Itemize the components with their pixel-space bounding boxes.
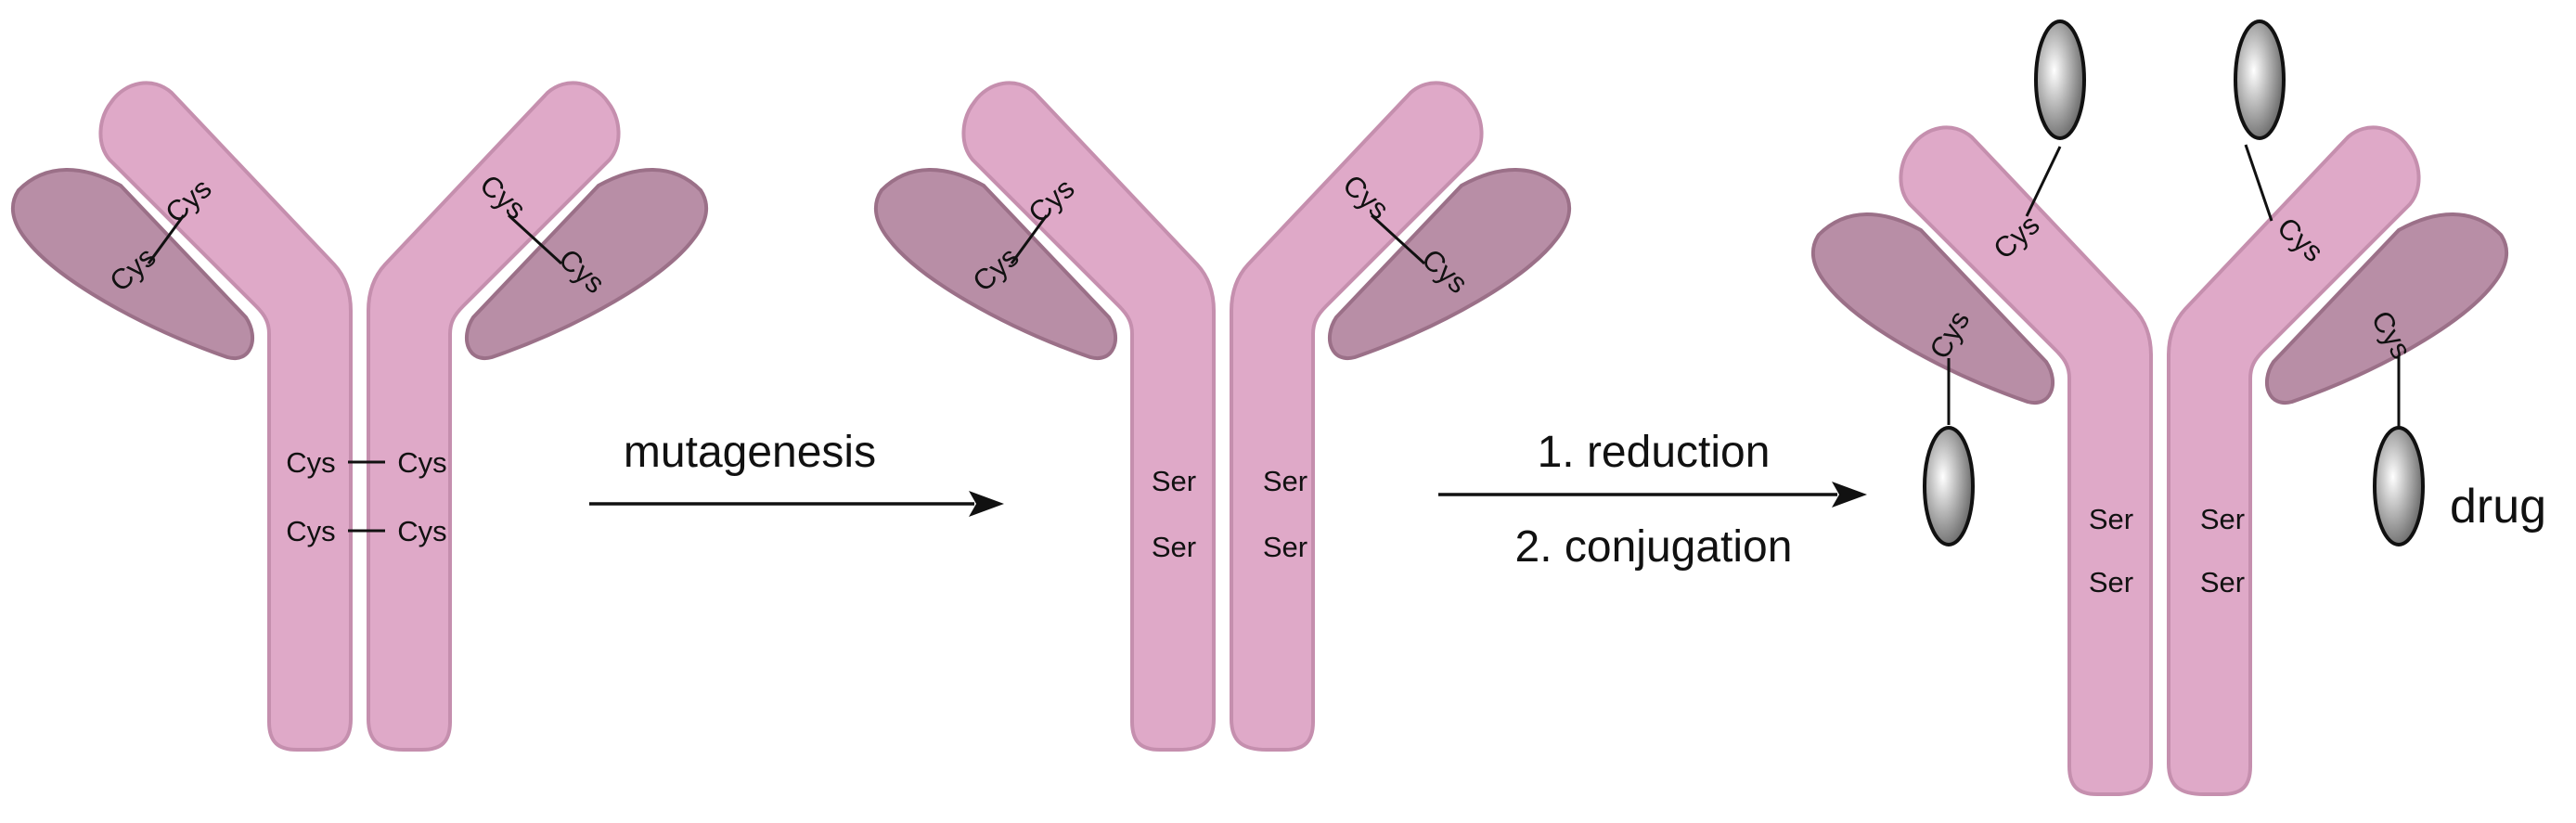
heavy-chain-left <box>961 81 1216 752</box>
ser-label: Ser <box>2089 503 2133 535</box>
light-chain-left <box>873 168 1118 361</box>
drug-icon <box>2034 19 2086 140</box>
drug-label: drug <box>2450 480 2546 534</box>
drug-icon <box>1923 426 1975 547</box>
cys-label: Cys <box>397 515 446 547</box>
drug-icon <box>2373 426 2425 547</box>
ser-label: Ser <box>2200 503 2245 535</box>
light-chain-right <box>464 168 709 361</box>
drug-icon <box>2234 19 2286 140</box>
antibody-mutant: Cys Cys Cys Cys Ser Ser Ser Ser <box>873 81 1572 752</box>
heavy-chain-right <box>367 81 621 752</box>
ser-label: Ser <box>1152 465 1196 497</box>
cys-label: Cys <box>286 446 335 479</box>
heavy-chain-left <box>98 81 353 752</box>
cys-label: Cys <box>397 446 446 479</box>
ser-label: Ser <box>1263 531 1307 563</box>
heavy-chain-left <box>1899 125 2153 796</box>
ser-label: Ser <box>1263 465 1307 497</box>
ser-label: Ser <box>2200 566 2245 598</box>
light-chain-right <box>1327 168 1572 361</box>
arrow-head <box>969 491 1004 517</box>
antibody-drug-conjugate: Cys Cys Cys Cys Ser Ser Ser Ser <box>1810 125 2509 796</box>
light-chain-left <box>1810 212 2055 405</box>
light-chain-left <box>10 168 255 361</box>
step-label-reduction: 1. reduction <box>1538 428 1771 477</box>
step-label-mutagenesis: mutagenesis <box>624 428 876 477</box>
ser-label: Ser <box>2089 566 2133 598</box>
arrow-head <box>1832 482 1867 508</box>
light-chain-right <box>2264 212 2509 405</box>
cys-label: Cys <box>286 515 335 547</box>
heavy-chain-right <box>1230 81 1484 752</box>
antibody-native: Cys Cys Cys Cys Cys Cys Cys Cys <box>10 81 709 752</box>
heavy-chain-right <box>2167 125 2421 796</box>
arrow-mutagenesis: mutagenesis <box>589 428 1004 517</box>
step-label-conjugation: 2. conjugation <box>1515 522 1793 572</box>
arrow-reduction-conjugation: 1. reduction 2. conjugation <box>1438 428 1867 572</box>
drug-payloads <box>1923 19 2425 547</box>
ser-label: Ser <box>1152 531 1196 563</box>
